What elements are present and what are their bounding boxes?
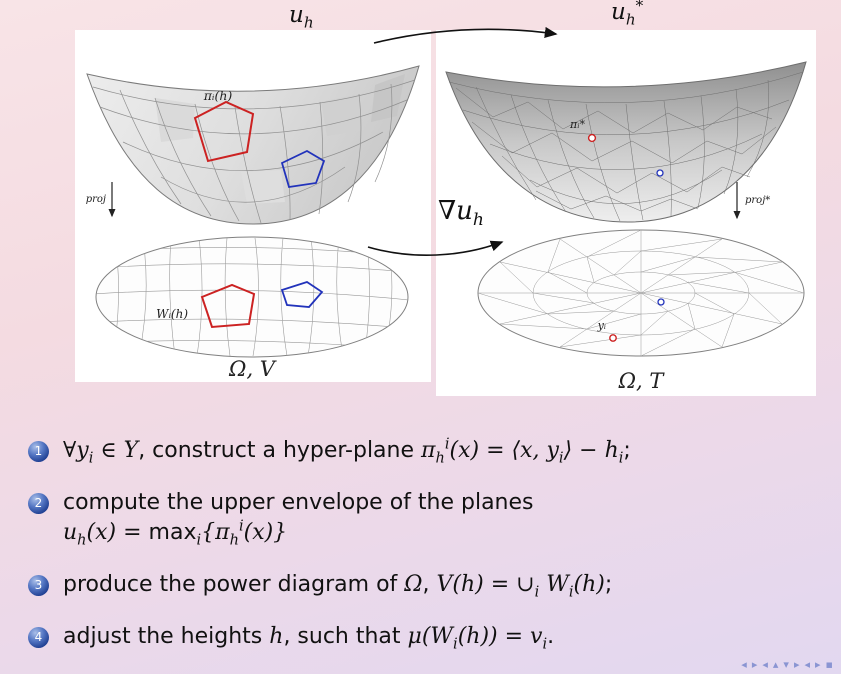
nav-icon-3[interactable]: ▴ [772,658,779,671]
step-number-badge: 4 [28,626,49,648]
surface-cell-label: πᵢ(h) [203,88,233,103]
nav-icon-7[interactable]: ▸ [815,658,821,671]
sample-point-label: yᵢ [597,319,606,332]
proj-arrow: proj [86,182,116,218]
nav-icon-8[interactable]: ▪ [825,658,833,671]
right-figure-panel: πᵢ* proj* yᵢ Ω, T [436,30,816,396]
right-figure-svg: πᵢ* proj* yᵢ Ω, T [445,61,807,393]
step-text: adjust the heights h, such that μ(Wi(h))… [63,623,555,652]
right-domain-diagram: yᵢ [477,229,805,357]
nav-icon-4[interactable]: ▾ [783,658,789,671]
blue-cell-outline-domain [280,281,324,308]
step-number-badge: 2 [28,492,49,514]
blue-vertex-marker-surface [656,169,664,177]
blue-cell-outline-surface [280,149,326,189]
nav-icon-0[interactable]: ◂ [741,658,747,671]
right-bowl-mesh [448,71,804,222]
red-cell-outline-surface [193,100,255,163]
red-point-marker-domain [609,334,617,342]
left-domain-label: Ω, V [228,357,277,381]
left-domain-diagram: Wᵢ(h) [95,236,409,358]
step-text: ∀yi ∈ Y, construct a hyper-plane πhi(x) … [63,436,631,467]
proj-star-label: proj* [745,195,770,206]
gradient-map-label: ∇uh [438,196,484,231]
left-figure-svg: πᵢ(h) proj Wᵢ(h) Ω, V [86,65,420,381]
nav-icon-5[interactable]: ▸ [793,658,800,671]
step-item: 2 compute the upper envelope of the plane… [28,488,820,549]
red-vertex-marker-surface [587,133,597,143]
step-number-badge: 3 [28,574,49,596]
steps-list: 1 ∀yi ∈ Y, construct a hyper-plane πhi(x)… [28,436,820,652]
left-figure-panel: πᵢ(h) proj Wᵢ(h) Ω, V [75,30,431,382]
left-bowl-surface: πᵢ(h) [86,65,420,225]
left-surface-label: uh [289,2,314,32]
right-bowl-surface: πᵢ* [445,61,807,223]
step-text: compute the upper envelope of the planes… [63,489,534,549]
dual-vertex-label: πᵢ* [569,118,585,131]
beamer-nav: ◂ ▸ ◂ ▴ ▾ ▸ ◂ ▸ ▪ [741,658,833,671]
step-item: 1 ∀yi ∈ Y, construct a hyper-plane πhi(x)… [28,436,820,466]
blue-point-marker-domain [657,298,665,306]
nav-icon-2[interactable]: ◂ [762,658,768,671]
right-domain-label: Ω, T [618,369,666,393]
right-surface-label: uh* [611,0,644,29]
triangulation-mesh [477,229,805,357]
step-item: 4 adjust the heights h, such that μ(Wi(h)… [28,622,820,652]
step-text: produce the power diagram of Ω, V(h) = ∪… [63,571,613,601]
nav-icon-6[interactable]: ◂ [804,658,810,671]
power-cell-label: Wᵢ(h) [156,307,188,321]
step-number-badge: 1 [28,441,49,462]
proj-label: proj [86,194,106,205]
step-item: 3 produce the power diagram of Ω, V(h) = … [28,570,820,600]
nav-icon-1[interactable]: ▸ [751,658,758,671]
red-cell-outline-domain [200,283,256,329]
proj-star-arrow: proj* [733,182,770,220]
